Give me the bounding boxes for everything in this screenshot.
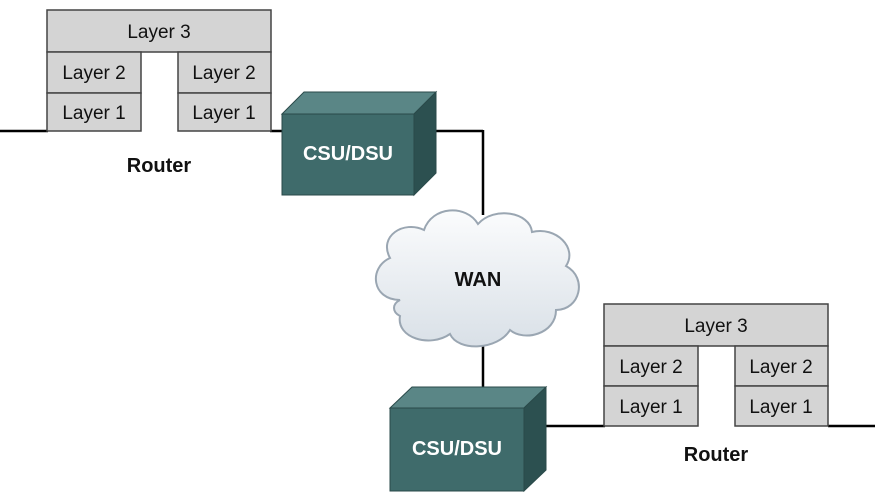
layer1-right-box [734,385,829,427]
device-top-face [388,386,548,409]
layer1-right-label: Layer 1 [192,103,255,124]
layer1-right-label: Layer 1 [749,397,812,418]
layer2-left-box [46,51,142,94]
layer3-label: Layer 3 [684,316,747,337]
layer2-right-box [734,345,829,387]
layer1-right-box [177,92,272,132]
device-top-face [280,91,438,115]
router-label: Router [684,444,749,466]
csu-dsu-bottom: CSU/DSU [388,385,548,493]
layer3-box [46,9,272,53]
csu-dsu-top: CSU/DSU [280,90,438,197]
csu-dsu-label: CSU/DSU [303,143,393,165]
device-front-face [281,113,415,196]
layer2-left-box [603,345,699,387]
wan-cloud: WAN [374,209,580,348]
layer1-left-label: Layer 1 [62,103,125,124]
layer1-left-box [46,92,142,132]
layer1-left-label: Layer 1 [619,397,682,418]
device-front-face [389,407,525,492]
router-top: Layer 3 Layer 2 Layer 1 Layer 2 Layer 1 … [46,9,272,177]
router-bottom: Layer 3 Layer 2 Layer 1 Layer 2 Layer 1 … [603,303,829,466]
layer2-right-label: Layer 2 [192,63,255,84]
layer3-box [603,303,829,347]
cloud-shape [374,209,580,348]
router-label: Router [127,155,192,177]
layer1-left-box [603,385,699,427]
layer2-right-label: Layer 2 [749,357,812,378]
csu-dsu-label: CSU/DSU [412,438,502,460]
layer3-label: Layer 3 [127,22,190,43]
wan-label: WAN [455,269,502,291]
layer2-left-label: Layer 2 [619,357,682,378]
layer2-left-label: Layer 2 [62,63,125,84]
